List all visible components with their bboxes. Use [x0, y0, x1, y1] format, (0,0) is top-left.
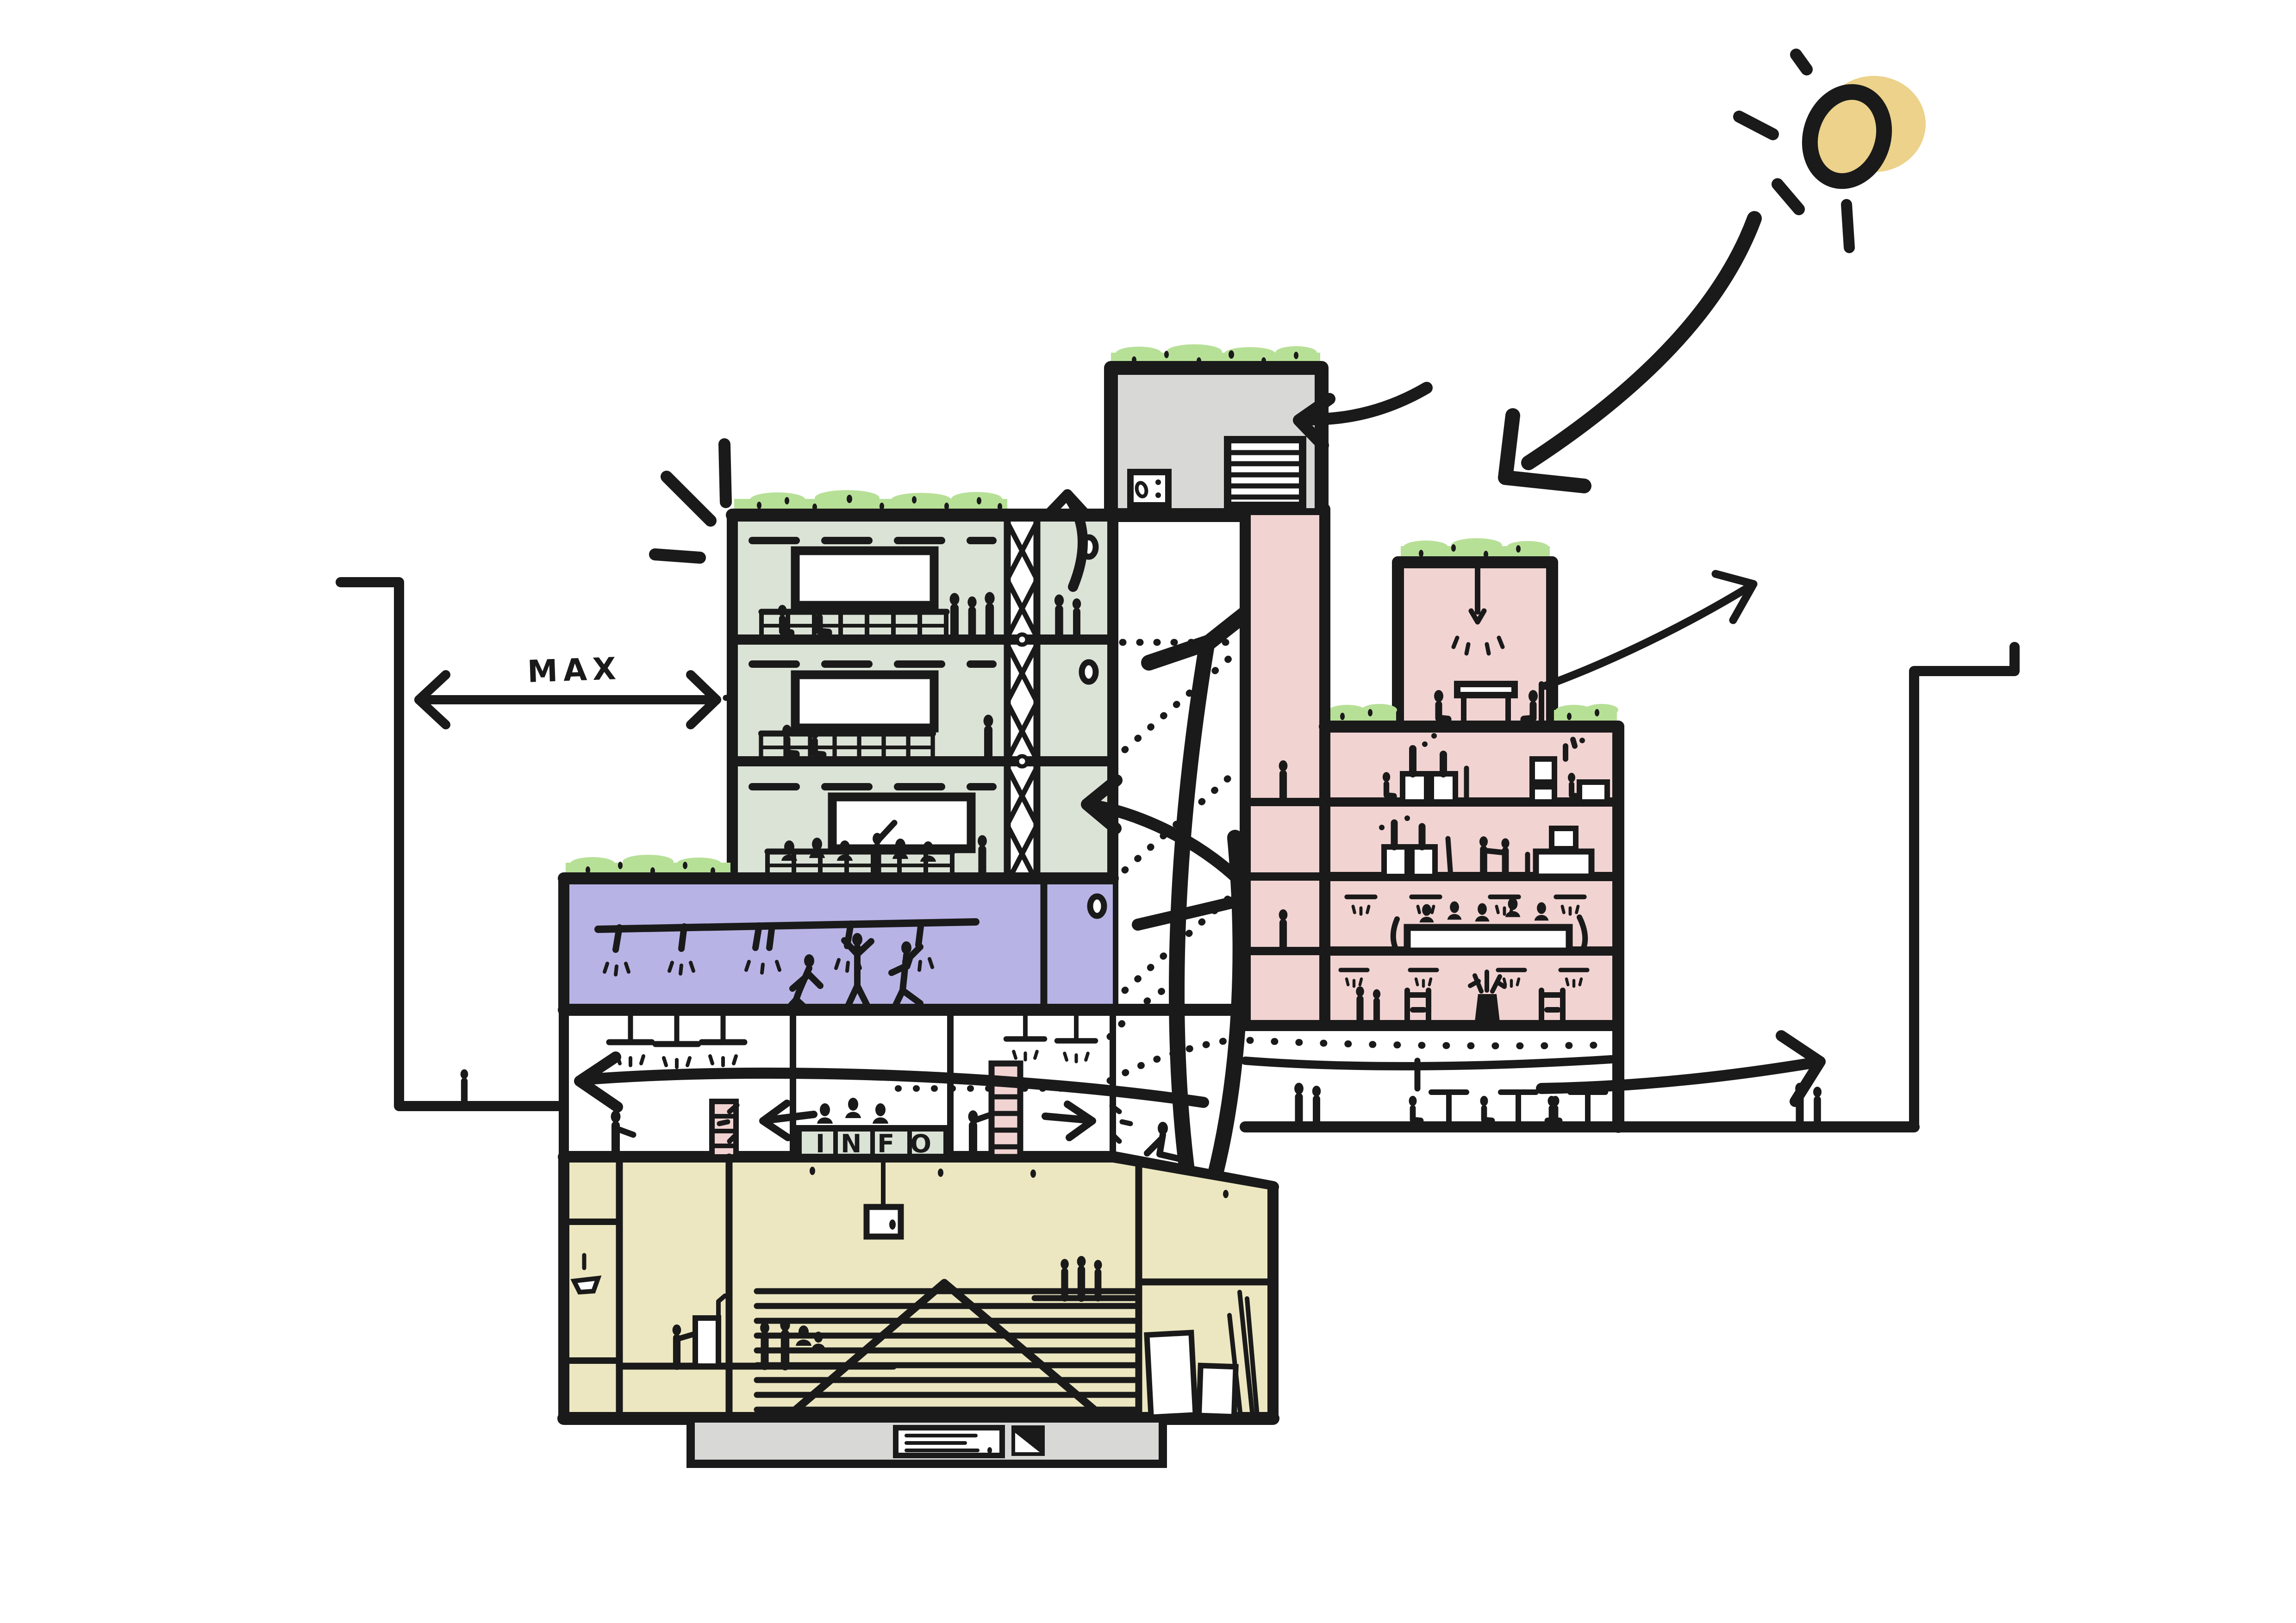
right-site-wall — [1240, 642, 2020, 1132]
air-intake-arrow — [1293, 382, 1433, 451]
exhaust-arrow — [1042, 489, 1093, 592]
canvas — [1196, 1362, 1239, 1420]
projection-screen — [791, 546, 939, 610]
auditorium-rake — [754, 1279, 1140, 1419]
view-out-arrow — [1541, 570, 1758, 690]
dancers — [784, 933, 923, 1013]
cafe-tables — [1409, 1089, 1608, 1127]
plant-leaves — [1468, 970, 1507, 994]
sparkle-marks — [649, 438, 732, 564]
foundation-plinth — [686, 1414, 1167, 1468]
leaning-boards — [1227, 1290, 1260, 1418]
green-roof — [1327, 704, 1618, 726]
wayfinding-arrow-right — [1042, 1101, 1133, 1144]
office-floor-computers — [1383, 733, 1610, 802]
rooftop-plant-room — [1042, 344, 1433, 592]
person-on-slope — [1144, 1122, 1183, 1162]
exit-right-arrow — [1536, 1030, 1826, 1107]
projection-screen — [791, 670, 939, 733]
lectern — [693, 1315, 721, 1369]
sunlight-arrow — [1498, 211, 1762, 493]
max-label: MAX — [527, 651, 622, 690]
max-dimension-arrow: MAX — [414, 651, 748, 729]
elevator-shaft-braces — [1009, 525, 1036, 880]
circulation-shaft — [1240, 510, 1329, 1031]
washbasin — [570, 1275, 602, 1295]
staff-cafe-floor — [1341, 970, 1587, 1026]
sun-ray — [1841, 199, 1855, 253]
raised-arm — [874, 820, 898, 845]
entrance-lobby: INFO — [558, 1005, 1279, 1193]
basement-auditorium — [557, 1151, 1279, 1425]
green-classroom-building — [726, 490, 1119, 1015]
storage-room — [1135, 1163, 1277, 1422]
office-floor-handshake — [1379, 815, 1595, 877]
plant-pot — [1474, 994, 1500, 1026]
service-rooms — [561, 1153, 623, 1422]
conference-floor — [1347, 897, 1588, 955]
canvas — [1144, 1330, 1198, 1420]
classroom-floor-3 — [767, 820, 987, 879]
pink-office-building — [1240, 504, 1758, 1133]
info-desk: INFO — [795, 1098, 950, 1160]
sun-ray — [1772, 178, 1805, 215]
purple-performance-hall — [558, 855, 1251, 1016]
meeting-penthouse — [1392, 538, 1558, 733]
ground-floor-cafe — [1241, 1037, 1622, 1127]
hanging-lamp — [863, 1155, 904, 1240]
pedestrian-left — [461, 1070, 468, 1107]
info-label: INFO — [816, 1129, 947, 1158]
sun-ray — [1790, 49, 1813, 75]
stage-light-rig — [594, 918, 980, 976]
wayfinding-arrow-left — [717, 1100, 817, 1144]
left-site-wall — [336, 577, 569, 1111]
arrow-into-classroom — [1081, 774, 1251, 892]
sun-icon — [1733, 49, 1926, 253]
sun-ray — [1733, 111, 1779, 140]
exit-left-arrow — [574, 1051, 1209, 1113]
